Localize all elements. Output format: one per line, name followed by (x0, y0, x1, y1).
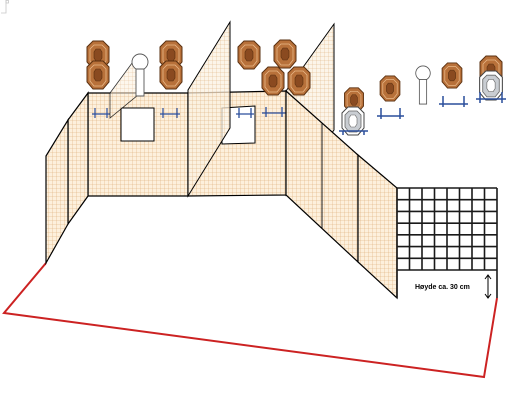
target-group-right (237, 39, 311, 96)
front-grid-mesh (396, 187, 498, 298)
plate-target-icon (273, 39, 297, 69)
height-annotation: Høyde ca. 30 cm (415, 274, 492, 299)
target-group-far-right (339, 55, 506, 136)
plate-target-icon (441, 62, 463, 89)
plate-target-icon (159, 60, 183, 90)
left-inner-panel (67, 91, 89, 226)
plate-target-icon (237, 40, 261, 70)
corner-marker (1, 0, 9, 14)
center-divider-panel (187, 20, 231, 198)
back-left-wall (87, 92, 189, 197)
plate-target-icon (479, 70, 503, 101)
range-boundary-line (2, 262, 498, 379)
silhouette-target-icon (415, 65, 431, 105)
plate-target-icon (86, 60, 110, 90)
height-label: Høyde ca. 30 cm (415, 284, 470, 291)
plate-target-icon (287, 66, 311, 96)
right-outer-panel (357, 153, 398, 300)
left-outer-panel (45, 117, 69, 266)
plate-target-icon (261, 66, 285, 96)
front-grid-panel (396, 187, 498, 298)
plate-target-icon (379, 75, 401, 102)
